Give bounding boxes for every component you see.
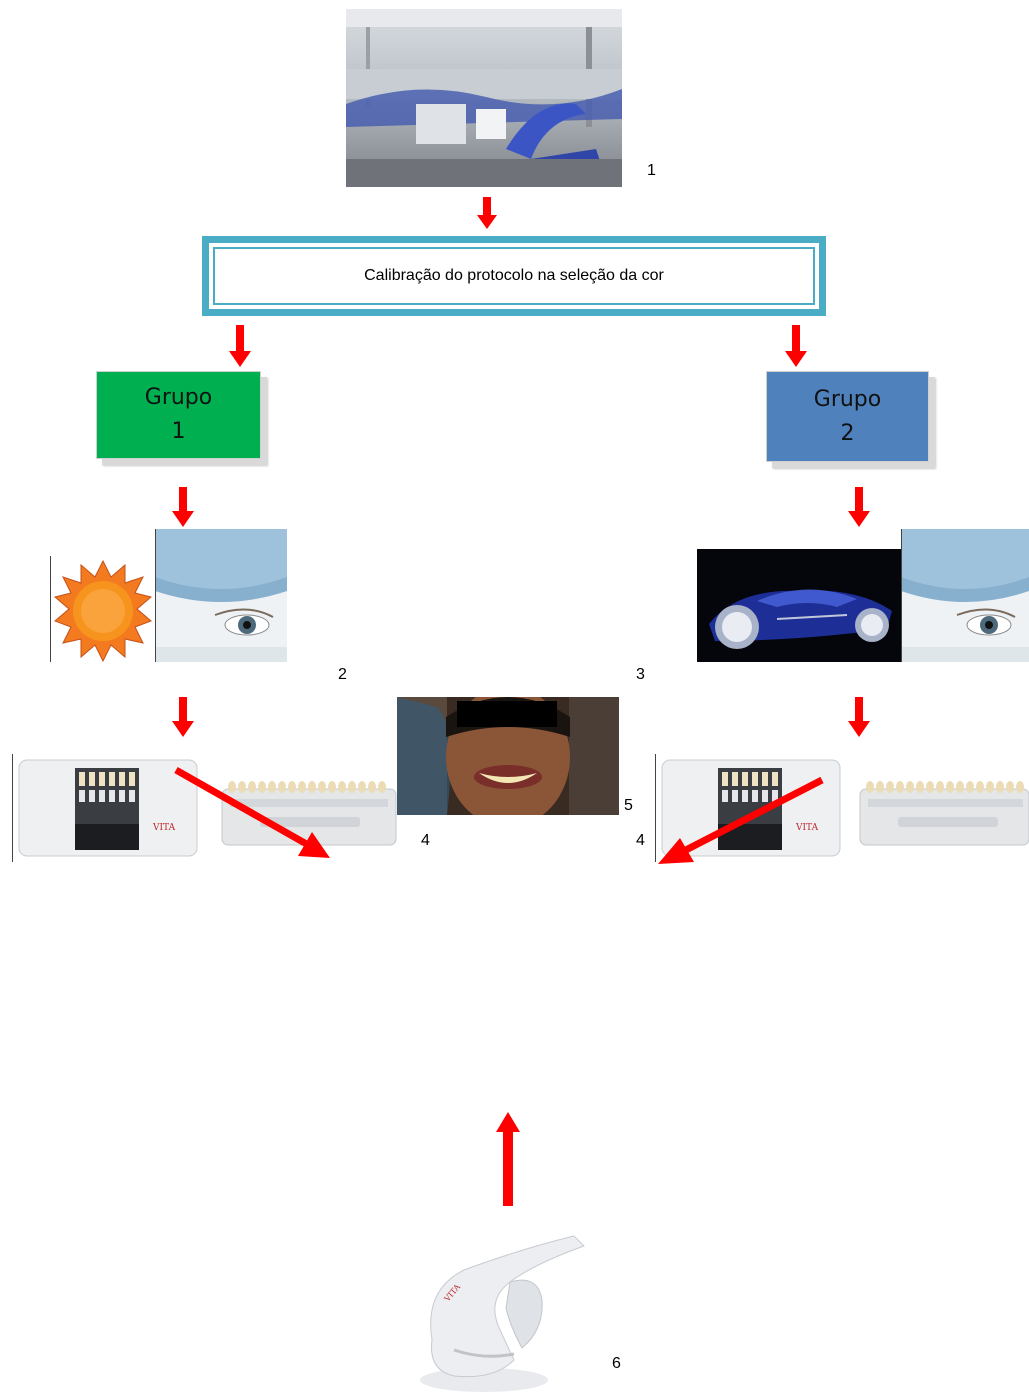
spectrophotometer-label: 6 <box>612 1355 621 1372</box>
arrow-up <box>496 1112 520 1206</box>
arrow-down-group1 <box>229 325 251 367</box>
arrow-down-shade-left <box>172 697 194 737</box>
shade-guide-left-label: 4 <box>421 832 430 849</box>
shade-divider-left <box>12 754 13 862</box>
operator-eye-image-left <box>155 529 287 662</box>
protocol-label: Calibração do protocolo na seleção da co… <box>213 247 815 305</box>
divider-left <box>50 556 51 662</box>
led-light-label: 3 <box>636 666 645 683</box>
clinic-photo <box>346 9 622 187</box>
vita-case-left: VITA <box>15 754 203 862</box>
shade-guide-right-label: 4 <box>636 832 645 849</box>
arrow-diagonal-left <box>174 766 330 858</box>
clinic-label: 1 <box>647 162 656 179</box>
operator-eye-image-right <box>901 529 1029 662</box>
shade-tab-left <box>220 769 398 847</box>
group-2-box: Grupo 2 <box>766 371 929 462</box>
censor-bar <box>457 701 557 727</box>
group-2-number: 2 <box>840 420 855 446</box>
arrow-down-1 <box>477 197 497 229</box>
arrow-diagonal-right <box>658 776 824 864</box>
spectrophotometer-image: VITA <box>414 1230 594 1396</box>
shade-tab-right <box>858 769 1029 847</box>
arrow-down-led <box>848 487 870 527</box>
arrow-down-daylight <box>172 487 194 527</box>
protocol-box: Calibração do protocolo na seleção da co… <box>202 236 826 316</box>
patient-photo <box>397 697 619 815</box>
group-1-title: Grupo <box>144 385 213 410</box>
arrow-down-shade-right <box>848 697 870 737</box>
group-1-number: 1 <box>171 419 186 444</box>
vita-logo-right: VITA <box>795 823 819 833</box>
group-1-box: Grupo 1 <box>96 371 261 459</box>
patient-label: 5 <box>624 797 633 814</box>
shade-divider-right <box>655 754 656 862</box>
group-2-title: Grupo <box>813 386 882 412</box>
daylight-label: 2 <box>338 666 347 683</box>
vita-case-right: VITA <box>658 754 846 862</box>
divider-right <box>901 529 902 662</box>
sun-image <box>50 556 156 662</box>
arrow-down-group2 <box>785 325 807 367</box>
led-light-image <box>697 549 902 662</box>
vita-logo-left: VITA <box>152 823 176 833</box>
divider-left-2 <box>155 529 156 662</box>
